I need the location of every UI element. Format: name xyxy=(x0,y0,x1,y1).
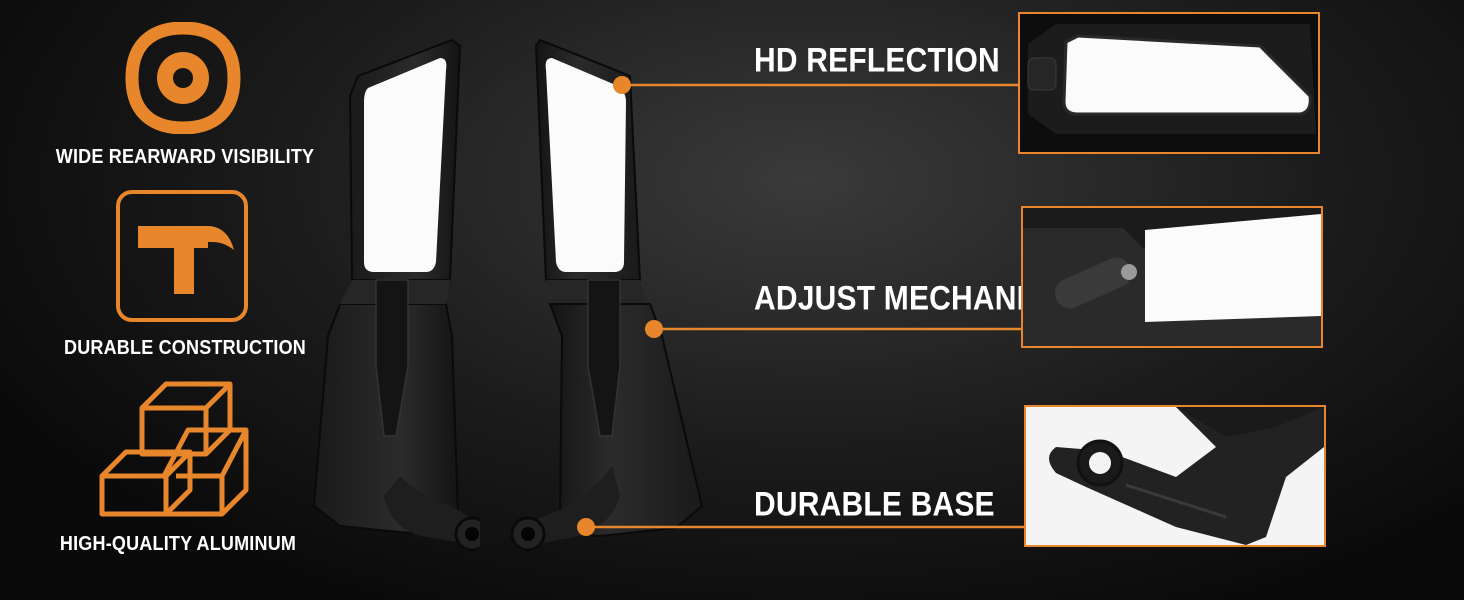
callout-label-hd-reflection: HD REFLECTION xyxy=(754,41,1000,80)
callout-label-adjust-mechanism: ADJUST MECHANISM xyxy=(754,279,1071,318)
feature-label-aluminum: HIGH-QUALITY ALUMINUM xyxy=(59,531,297,555)
feature-label-visibility: WIDE REARWARD VISIBILITY xyxy=(55,144,315,168)
eye-icon xyxy=(118,22,248,134)
hammer-icon xyxy=(116,190,250,322)
mirror-left xyxy=(300,36,480,556)
detail-photo-adjust-mechanism xyxy=(1021,206,1323,348)
detail-photo-durable-base xyxy=(1024,405,1326,547)
detail-photo-hd-reflection xyxy=(1018,12,1320,154)
callout-label-durable-base: DURABLE BASE xyxy=(754,485,995,524)
mirror-right xyxy=(500,36,720,556)
feature-label-construction: DURABLE CONSTRUCTION xyxy=(64,335,306,359)
aluminum-blocks-icon xyxy=(96,368,256,520)
